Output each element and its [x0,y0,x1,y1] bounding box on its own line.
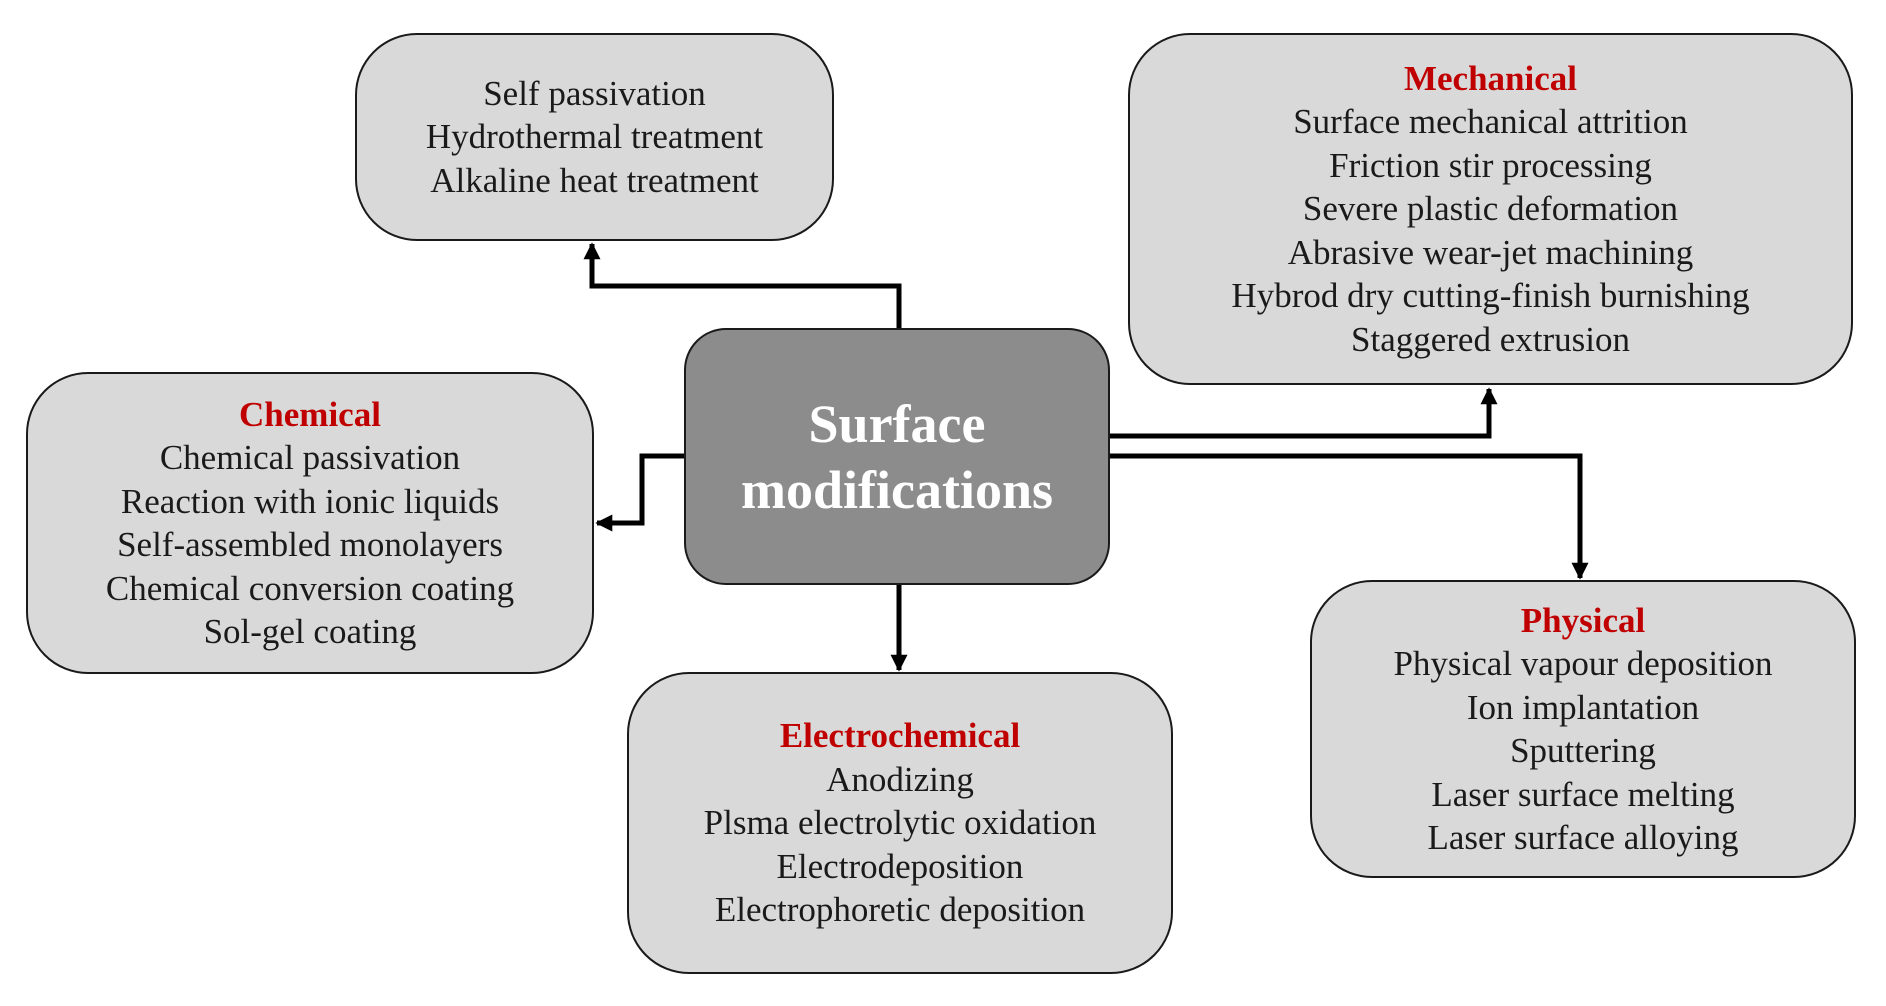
electrochemical-item: Anodizing [826,759,974,799]
mechanical-item: Severe plastic deformation [1302,189,1679,229]
electrochemical-box: Electrochemical Anodizing Plsma electrol… [627,672,1173,974]
physical-box: Physical Physical vapour deposition Ion … [1310,580,1856,878]
center-title-line-2: modifications [740,459,1053,520]
arrow-to-physical [1110,453,1589,580]
electrochemical-title: Electrochemical [779,716,1021,756]
electrochemical-item: Plsma electrolytic oxidation [703,803,1097,843]
chemical-item: Self-assembled monolayers [117,525,503,564]
physical-item: Physical vapour deposition [1393,644,1773,683]
mechanical-item: Staggered extrusion [1351,319,1630,359]
mechanical-item: Surface mechanical attrition [1293,102,1688,142]
self-passivation-box: Self passivation Hydrothermal treatment … [355,33,834,241]
top-box-item: Alkaline heat treatment [430,160,759,200]
physical-item: Laser surface melting [1431,774,1735,814]
chemical-title: Chemical [239,394,381,434]
top-box-item: Hydrothermal treatment [425,117,764,157]
mechanical-item: Friction stir processing [1329,145,1652,185]
chemical-item: Reaction with ionic liquids [120,481,500,521]
center-title-line-1: Surface [808,393,986,454]
electrochemical-item: Electrophoretic deposition [714,890,1086,930]
arrow-to-chemical [595,453,684,532]
mechanical-item: Hybrod dry cutting-finish burnishing [1231,276,1750,316]
chemical-box: Chemical Chemical passivation Reaction w… [26,372,594,674]
arrow-to-mechanical [1110,387,1498,439]
chemical-item: Chemical passivation [159,438,461,477]
physical-title: Physical [1520,600,1646,640]
electrochemical-item: Electrodeposition [776,846,1024,886]
mechanical-title: Mechanical [1403,58,1578,98]
mechanical-box: Mechanical Surface mechanical attrition … [1128,33,1853,385]
chemical-item: Chemical conversion coating [105,568,515,608]
physical-item: Sputtering [1510,731,1656,770]
mechanical-item: Abrasive wear-jet machining [1287,232,1694,272]
physical-item: Ion implantation [1466,687,1700,727]
top-box-item: Self passivation [483,73,706,113]
chemical-item: Sol-gel coating [203,612,417,651]
physical-item: Laser surface alloying [1427,818,1739,857]
arrow-to-top-box [583,242,902,328]
surface-modifications-center-box: Surface modifications [684,328,1110,585]
